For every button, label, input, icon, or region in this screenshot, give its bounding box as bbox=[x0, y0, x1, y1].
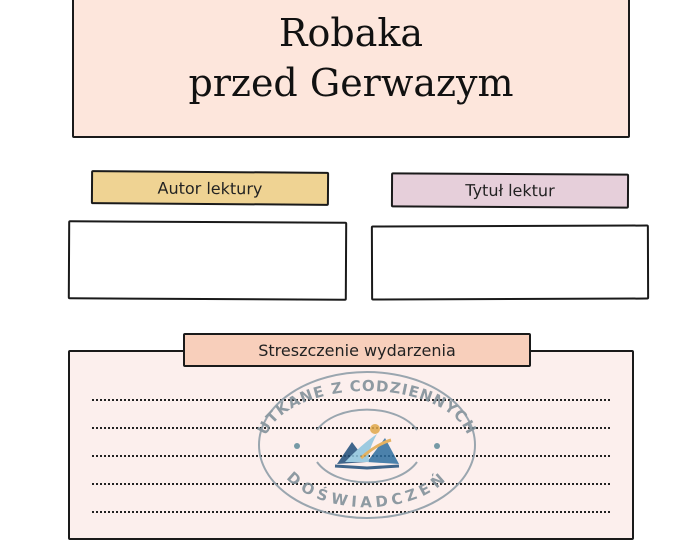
writing-line bbox=[92, 511, 610, 513]
summary-label: Streszczenie wydarzenia bbox=[183, 333, 531, 367]
title-label: Tytuł lektur bbox=[390, 172, 630, 209]
writing-line bbox=[92, 483, 610, 485]
writing-line bbox=[92, 399, 610, 401]
writing-line bbox=[92, 427, 610, 429]
title-line-2: Robaka bbox=[278, 11, 424, 55]
writing-line bbox=[92, 455, 610, 457]
title-field[interactable] bbox=[370, 224, 650, 301]
title-box: Robaka przed Gerwazym bbox=[72, 0, 630, 138]
title-line-3: przed Gerwazym bbox=[188, 61, 514, 105]
author-label: Autor lektury bbox=[90, 170, 330, 206]
author-field[interactable] bbox=[67, 220, 348, 301]
